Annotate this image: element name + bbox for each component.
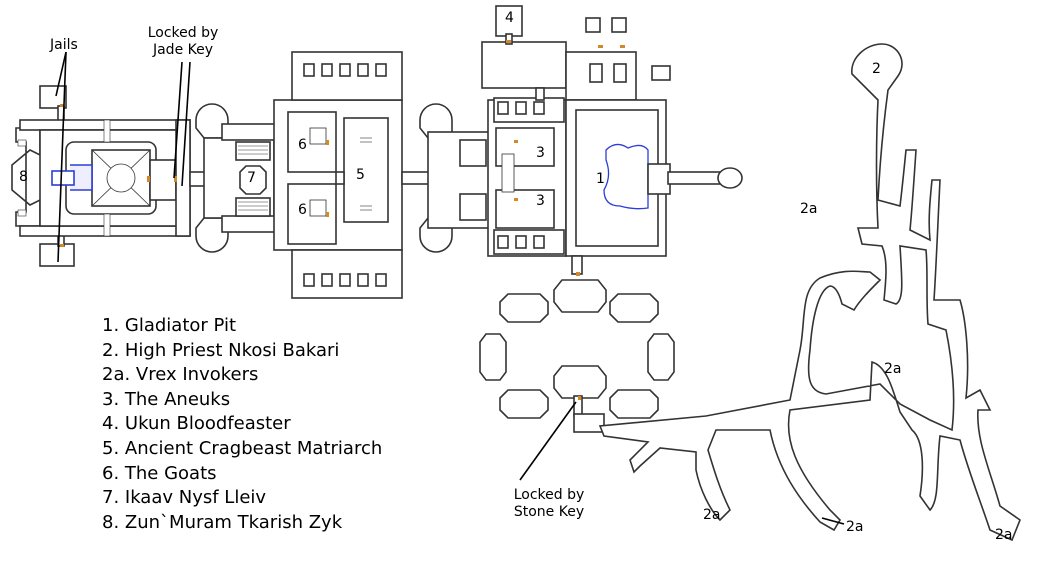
- marker-3-bottom: 3: [536, 193, 545, 209]
- marker-4: 4: [505, 10, 514, 26]
- east-block: [419, 5, 743, 275]
- legend-item: 8. Zun`Muram Tkarish Zyk: [102, 511, 343, 533]
- west-wing: [11, 85, 191, 267]
- marker-2a-4: 2a: [846, 519, 864, 535]
- jails-label: Jails: [50, 37, 78, 53]
- marker-2a-5: 2a: [995, 527, 1013, 543]
- marker-5: 5: [356, 167, 365, 183]
- marker-2a-2: 2a: [884, 361, 902, 377]
- legend-item: 2a. Vrex Invokers: [102, 364, 259, 386]
- center-block: [195, 51, 403, 299]
- map-legend: 1. Gladiator Pit 2. High Priest Nkosi Ba…: [102, 314, 382, 535]
- legend-item: 4. Ukun Bloodfeaster: [102, 413, 291, 435]
- jade-key-callout: Locked by Jade Key: [140, 25, 226, 59]
- stone-key-callout: Locked by Stone Key: [506, 487, 592, 521]
- legend-item: 6. The Goats: [102, 462, 217, 484]
- marker-6-top: 6: [298, 137, 307, 153]
- marker-1: 1: [596, 171, 605, 187]
- marker-6-bottom: 6: [298, 202, 307, 218]
- marker-2a-3: 2a: [703, 507, 721, 523]
- jade-key-line2: Jade Key: [152, 42, 214, 58]
- marker-7: 7: [247, 170, 256, 186]
- marker-2: 2: [872, 61, 881, 77]
- marker-3-top: 3: [536, 145, 545, 161]
- stone-key-line1: Locked by: [513, 487, 585, 503]
- jade-key-line1: Locked by: [147, 25, 219, 41]
- marker-8: 8: [19, 169, 28, 185]
- stone-ring: [479, 279, 675, 433]
- legend-item: 3. The Aneuks: [102, 388, 231, 410]
- stone-key-line2: Stone Key: [513, 504, 585, 520]
- cave-system: [598, 43, 1021, 542]
- marker-2a-1: 2a: [800, 201, 818, 217]
- legend-item: 2. High Priest Nkosi Bakari: [102, 339, 340, 361]
- legend-item: 1. Gladiator Pit: [102, 315, 237, 336]
- legend-item: 7. Ikaav Nysf Lleiv: [102, 487, 267, 509]
- legend-item: 5. Ancient Cragbeast Matriarch: [102, 437, 383, 459]
